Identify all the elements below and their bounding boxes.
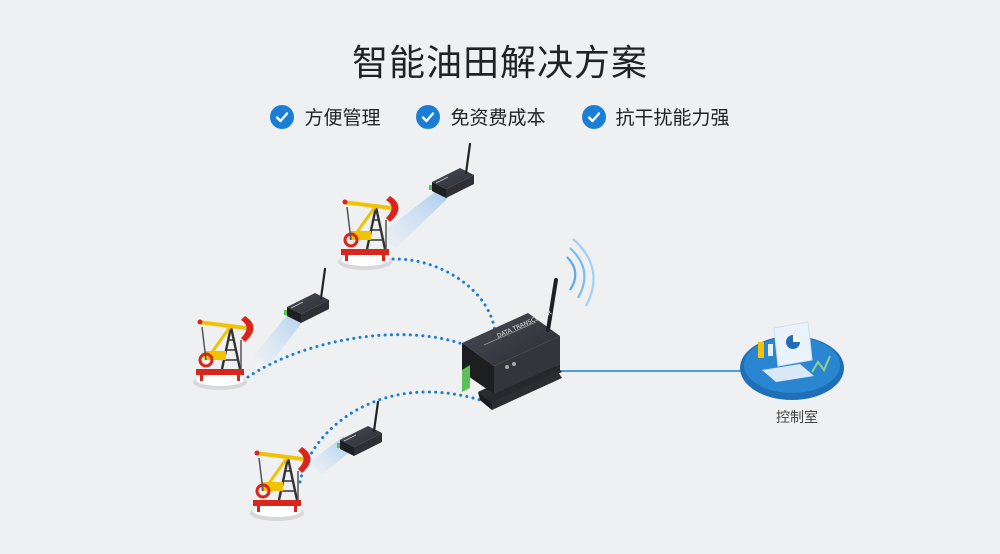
control-room-label: 控制室 [776, 410, 818, 426]
rtu-device-icon [282, 267, 331, 325]
feature-label: 免资费成本 [450, 107, 546, 129]
rtu-device-icon [335, 400, 384, 458]
oil-well-site [248, 400, 384, 523]
check-circle-icon [581, 104, 606, 129]
feature-label: 方便管理 [304, 107, 381, 129]
feature-list: 方便管理 免资费成本 抗干扰能力强 [0, 103, 1000, 130]
control-room-icon [740, 321, 844, 400]
data-transceiver-icon: DATA TRANSCEIVER [462, 238, 595, 410]
check-circle-icon [270, 104, 295, 129]
wireless-link [298, 390, 482, 484]
oil-well-site [191, 267, 331, 392]
oil-well-site [336, 142, 476, 272]
rtu-device-icon [427, 142, 476, 200]
feature-item: 方便管理 [270, 103, 380, 130]
wireless-link [246, 333, 470, 379]
feature-item: 抗干扰能力强 [581, 103, 730, 130]
wireless-link [391, 257, 497, 334]
check-circle-icon [416, 104, 441, 129]
pumpjack-icon [248, 445, 312, 523]
page-title: 智能油田解决方案 [351, 43, 648, 84]
pumpjack-icon [191, 314, 255, 392]
feature-label: 抗干扰能力强 [615, 107, 730, 129]
feature-item: 免资费成本 [416, 103, 546, 130]
